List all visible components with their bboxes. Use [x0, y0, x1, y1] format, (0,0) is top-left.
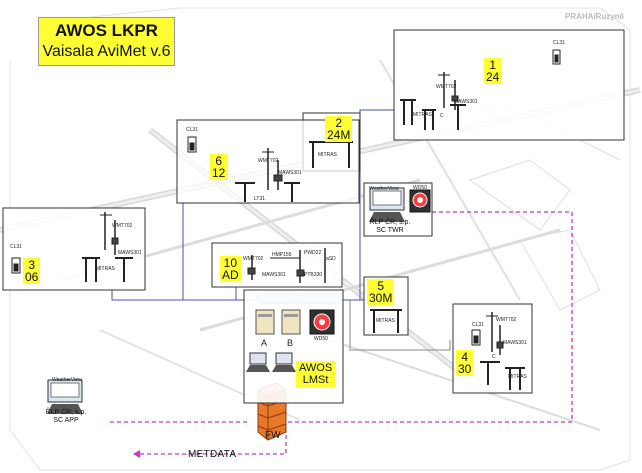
label-wmt702: WMT702: [112, 223, 133, 229]
site-num: 2: [335, 116, 343, 130]
equipment-site-ad: [247, 248, 326, 283]
label-asd: aSD: [326, 256, 336, 262]
equipment-site-06: [11, 212, 133, 282]
display-label: WD50: [314, 336, 328, 342]
twr-screen-label: WeatherView: [369, 186, 399, 192]
site-num: 10: [223, 256, 238, 270]
site-tag-30m: 5 30M: [367, 279, 395, 305]
site-code: 12: [212, 166, 226, 180]
app-workstation: [47, 379, 83, 414]
site-tag-12: 6 12: [210, 154, 228, 180]
label-mitras: MITRAS: [413, 112, 432, 118]
equipment-site-24m: [309, 141, 353, 168]
server-a-label: A: [261, 338, 268, 348]
label-maws301: MAWS301: [118, 250, 142, 256]
site-num: 3: [28, 258, 36, 272]
twr-line-1: ŘLP ČR, s.p.: [369, 219, 411, 226]
label-mitras: MITRAS: [376, 318, 395, 324]
site-code: AD: [222, 268, 239, 282]
firewall-label: FW: [265, 430, 281, 441]
label-wmt702: WMT702: [436, 84, 457, 90]
equipment-site-12: [187, 136, 300, 202]
metdata-arrow: [133, 450, 140, 458]
site-code: 06: [25, 270, 39, 284]
label-mitras: MITRAS: [508, 374, 527, 380]
site-borders: [2, 29, 625, 404]
label-cl31: CL31: [10, 244, 22, 250]
site-num: 4: [461, 350, 469, 364]
twr-device-label: WD50: [413, 185, 427, 191]
network-lines: [111, 109, 394, 301]
label-pwd22: PWD22: [304, 250, 322, 256]
metdata-label: METDATA: [188, 449, 237, 460]
label-maws301: MAWS301: [278, 170, 302, 176]
label-maws301: MAWS301: [454, 99, 478, 105]
site-tag-24m: 2 24M: [325, 116, 353, 142]
site-code: 24M: [327, 128, 351, 142]
twr-caption: ŘLP ČR, s.p. SC TWR: [366, 219, 414, 235]
title-line-1: AWOS LKPR: [55, 21, 158, 40]
label-hmp155: HMP155: [272, 252, 292, 258]
site-num: 5: [377, 279, 385, 293]
equipment-site-30: [471, 312, 525, 390]
server-b-label: B: [287, 338, 294, 348]
site-tag-ad: 10 AD: [220, 256, 241, 282]
label-ptb330: PTB330: [304, 272, 323, 278]
lmst-line-2: LMSt: [302, 374, 329, 386]
label-maws301: MAWS301: [503, 340, 527, 346]
label-lt31: LT31: [254, 196, 266, 202]
label-wmt702: WMT702: [496, 317, 517, 323]
label-cl31: CL31: [186, 127, 198, 133]
site-tag-06: 3 06: [23, 258, 41, 284]
site-code: 30: [458, 362, 472, 376]
app-line-2: SC APP: [53, 417, 79, 424]
equipment-site-30m: [370, 309, 402, 333]
label-cl31: CL31: [472, 322, 484, 328]
equipment-site-24: [400, 49, 561, 130]
region-label: PRAHA/Ruzyně: [565, 12, 625, 21]
site-code: 30M: [369, 291, 393, 305]
lmst-equipment: [246, 309, 335, 372]
lmst-line-1: AWOS: [299, 362, 333, 374]
site-tag-24: 1 24: [484, 58, 502, 84]
site-code: 24: [486, 70, 500, 84]
label-c: C: [492, 354, 496, 360]
label-cl31: CL31: [553, 40, 565, 46]
label-mitras: MITRAS: [318, 152, 337, 158]
app-screen-label: WeatherView: [52, 377, 82, 383]
twr-line-2: SC TWR: [376, 227, 404, 234]
site-tag-30: 4 30: [456, 350, 474, 376]
label-c: C: [440, 113, 444, 119]
dashed-links: [110, 211, 573, 455]
label-mitras: MITRAS: [96, 266, 115, 272]
site-num: 6: [215, 154, 223, 168]
label-maws301: MAWS301: [262, 272, 286, 278]
site-num: 1: [489, 58, 497, 72]
app-caption: ŘLP ČR, s.p. SC APP: [40, 409, 92, 425]
title-box: AWOS LKPR Vaisala AviMet v.6: [38, 17, 175, 66]
label-wmt702: WMT702: [258, 158, 279, 164]
label-wmt702: WMT702: [243, 256, 264, 262]
lmst-tag: AWOS LMSt: [296, 361, 336, 387]
twr-workstation: [369, 187, 431, 222]
app-line-1: ŘLP ČR, s.p.: [45, 409, 87, 416]
title-line-2: Vaisala AviMet v.6: [42, 43, 171, 60]
